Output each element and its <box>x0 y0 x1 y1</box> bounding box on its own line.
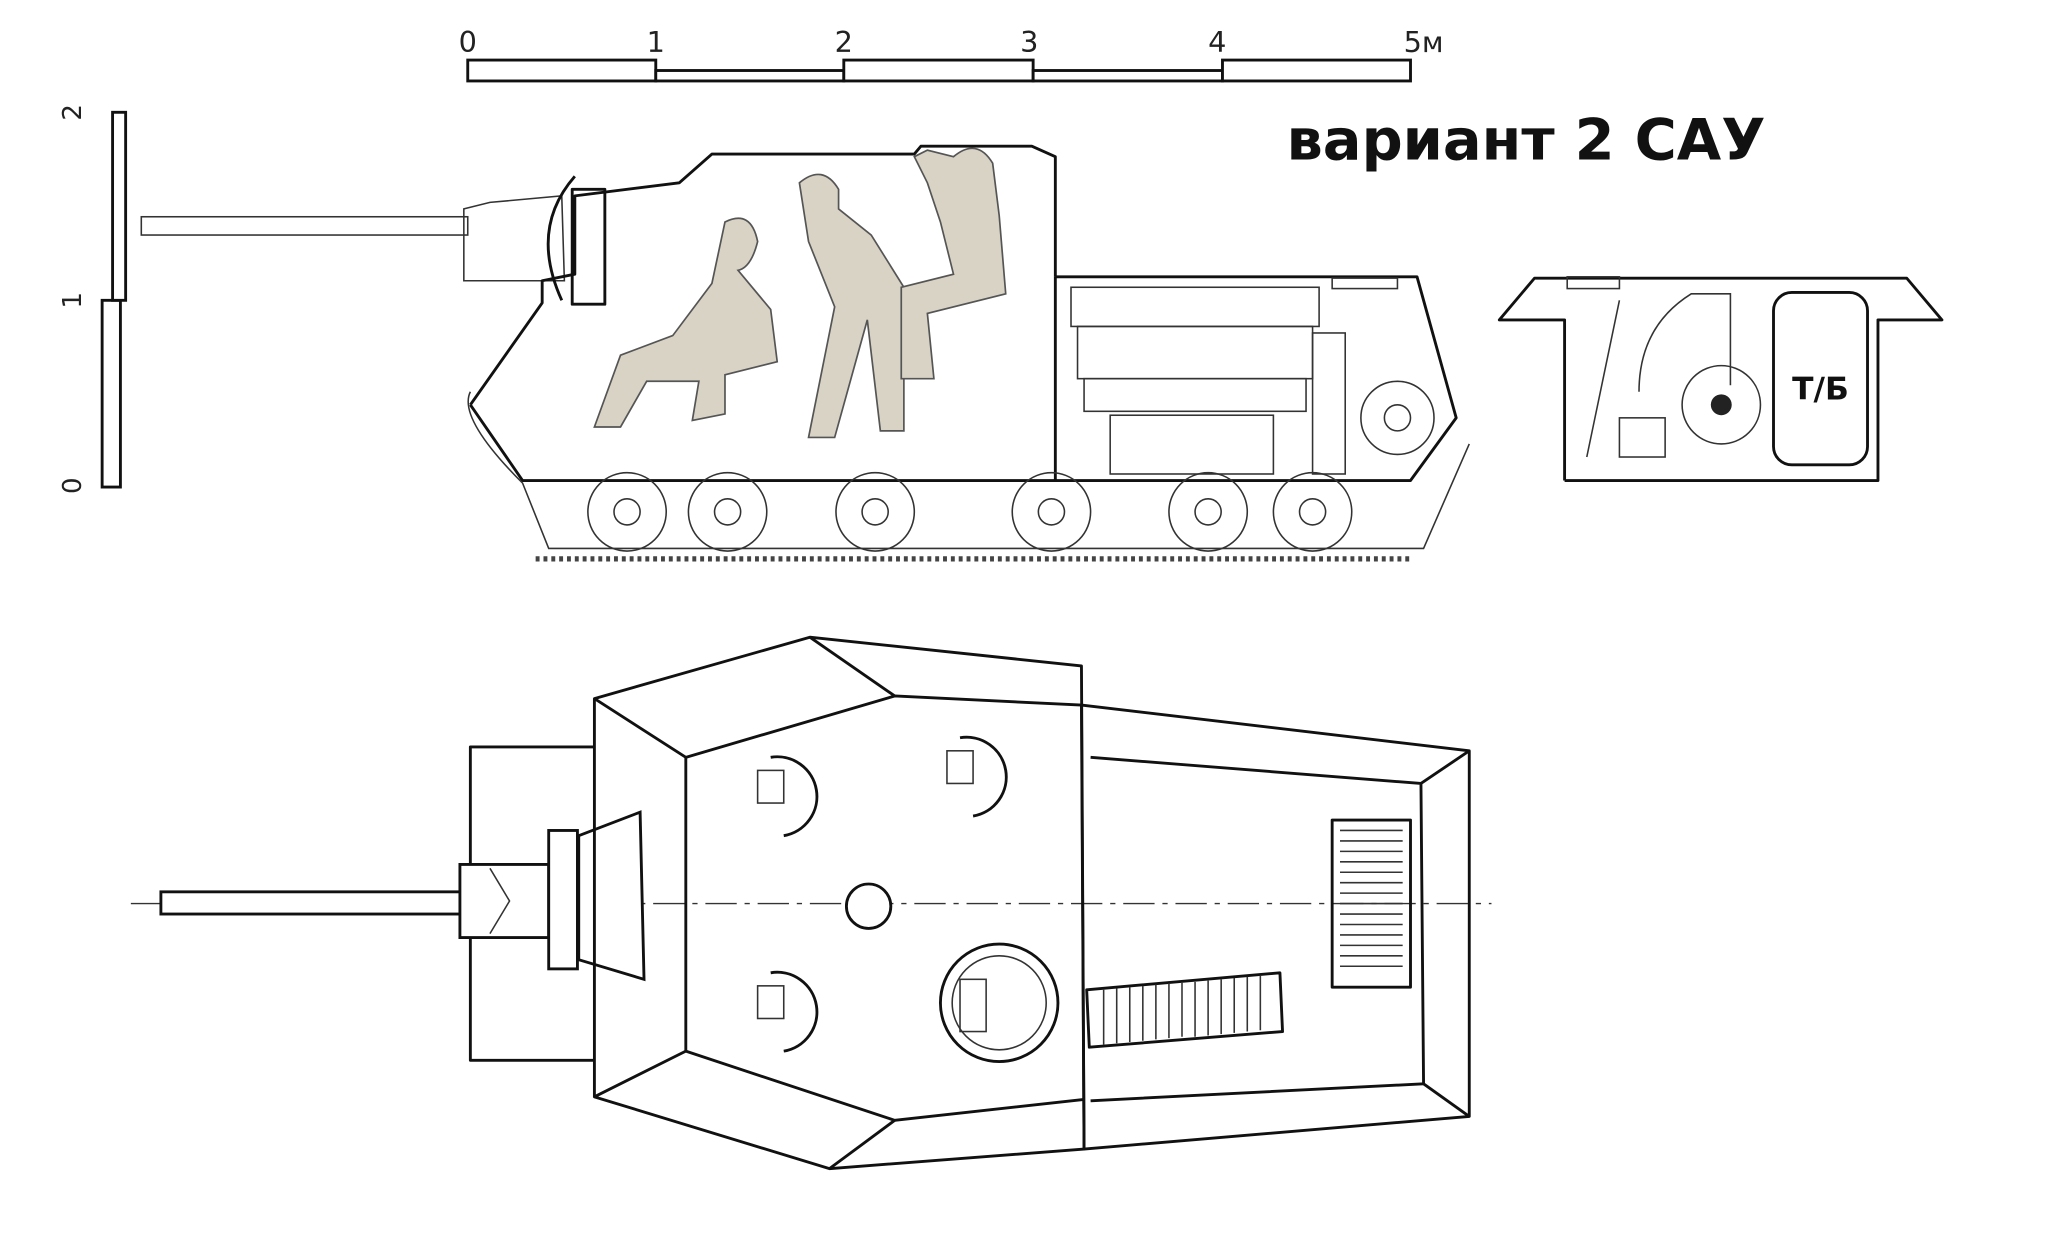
crew-figures <box>593 147 1007 439</box>
vscale-label-1: 1 <box>58 292 88 309</box>
casemate-outline <box>469 144 1057 406</box>
engine-grille <box>1085 818 1412 1049</box>
side-view <box>140 144 1470 562</box>
road-wheels <box>467 391 1470 562</box>
scale-label-4: 4 <box>1208 25 1226 59</box>
scale-label-1: 1 <box>647 25 665 59</box>
gun-barrel-top <box>159 890 470 916</box>
gun-mantlet-top <box>577 810 646 982</box>
hatches <box>756 735 1060 1064</box>
vscale-label-2: 2 <box>58 104 88 121</box>
scale-label-3: 3 <box>1020 25 1038 59</box>
top-view <box>130 635 1492 1171</box>
horizontal-scale-bar: 0 1 2 3 4 5м <box>459 25 1444 83</box>
rear-cross-section: Т/Б <box>1497 276 1944 482</box>
vertical-scale-bar: 0 1 2 <box>58 104 128 494</box>
gun-shield-side <box>546 175 576 301</box>
gun-mantlet-side <box>463 195 566 282</box>
scale-label-2: 2 <box>835 25 853 59</box>
scale-label-0: 0 <box>459 25 477 59</box>
engine-side <box>1070 277 1435 475</box>
fuel-tank-label: Т/Б <box>1792 372 1849 408</box>
vscale-label-0: 0 <box>58 477 88 494</box>
drawing-title: вариант 2 САУ <box>1286 106 1765 173</box>
hull-outline <box>469 275 1458 482</box>
gun-barrel-side <box>140 215 469 236</box>
fuel-tank <box>1772 291 1869 467</box>
scale-label-5: 5м <box>1404 25 1444 59</box>
